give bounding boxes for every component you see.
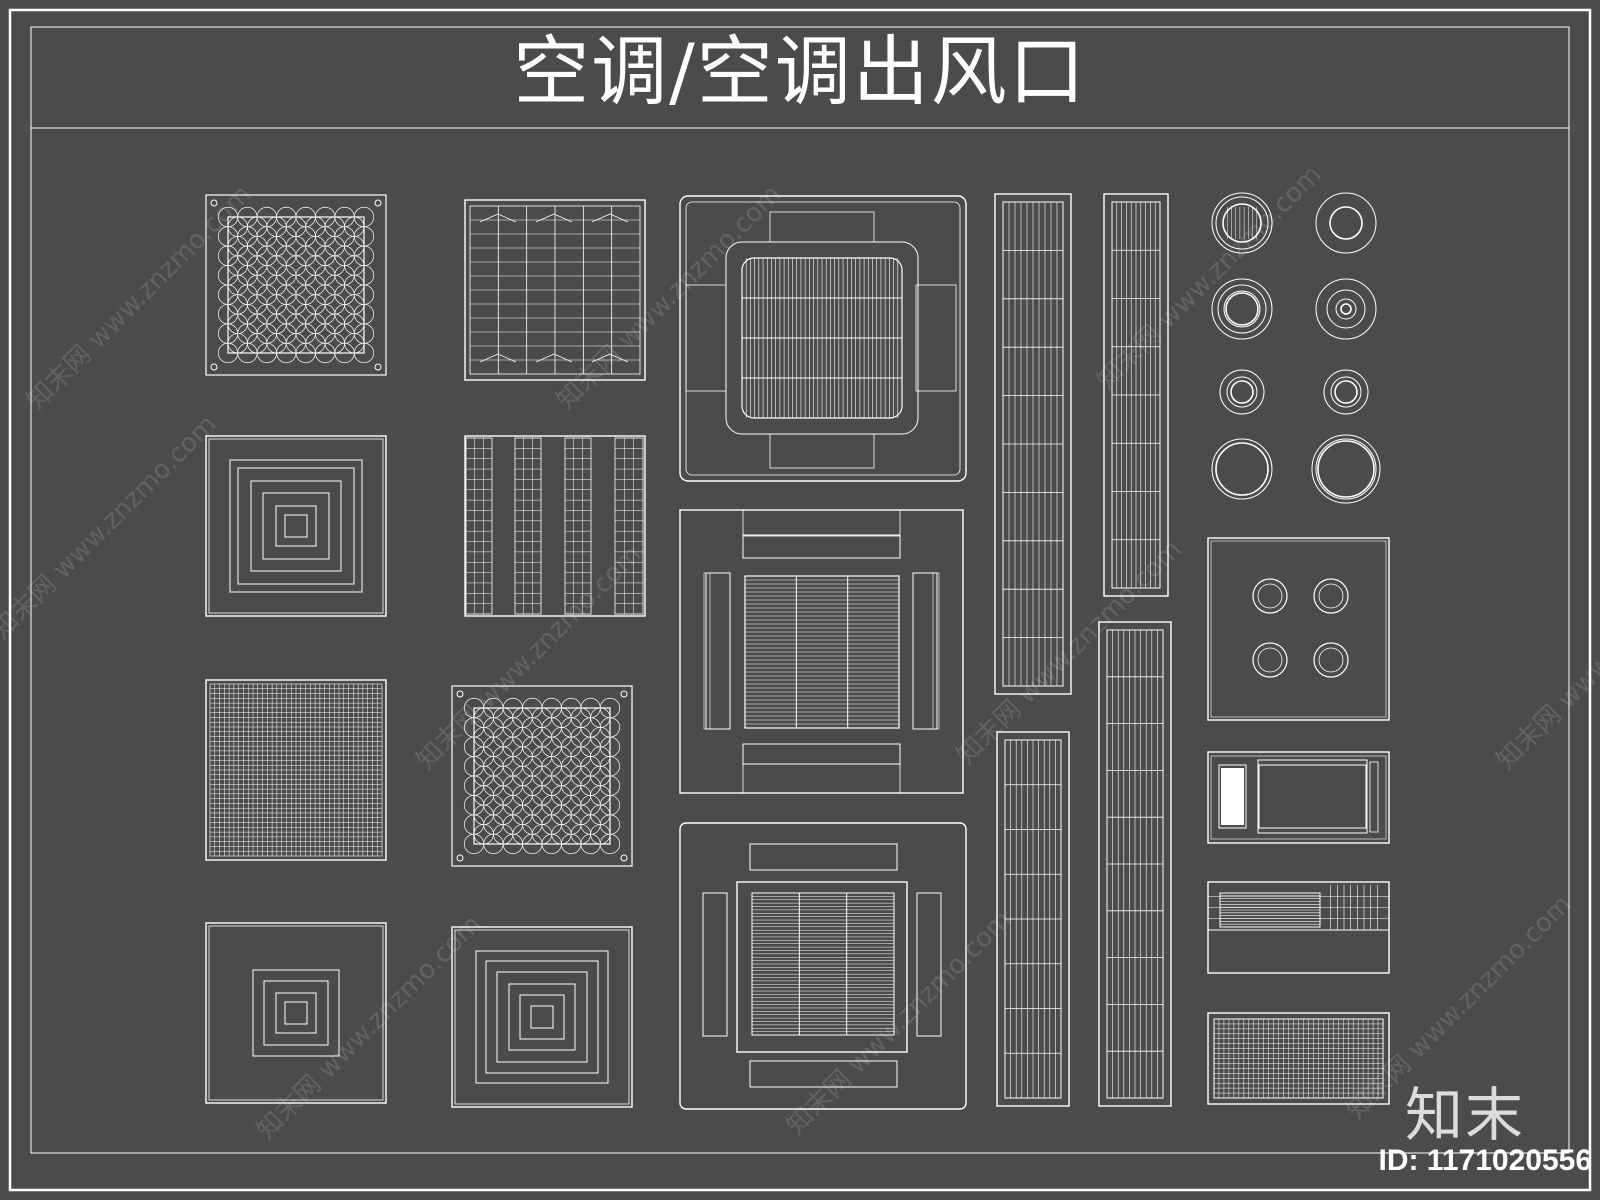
square-diffuser — [205, 435, 387, 617]
sheet-title: 空调/空调出风口 — [513, 27, 1087, 116]
round-diffuser — [1323, 369, 1369, 415]
ornamental-grille-vent — [205, 194, 387, 376]
brand-logo: 知末 — [1405, 1081, 1526, 1149]
round-diffuser — [1315, 192, 1377, 254]
slot-grille-vent — [464, 435, 646, 617]
round-diffuser — [1315, 278, 1377, 340]
cassette-ac-unit — [679, 822, 967, 1110]
square-diffuser — [451, 926, 633, 1108]
linear-slot-vent — [1098, 621, 1172, 1107]
linear-slot-vent — [996, 731, 1070, 1107]
linear-slot-vent — [994, 193, 1072, 695]
square-diffuser — [205, 922, 387, 1104]
round-diffuser — [1211, 438, 1273, 500]
round-diffuser — [1219, 369, 1265, 415]
round-diffuser — [1311, 434, 1381, 504]
sheet-border — [8, 8, 1592, 1192]
bar-grille-outlet — [1207, 881, 1390, 974]
four-round-diffuser-panel — [1207, 537, 1390, 721]
ornamental-grille-vent — [451, 685, 633, 867]
round-diffuser — [1211, 278, 1273, 340]
round-diffuser — [1211, 192, 1273, 254]
wall-ac-outlet — [1207, 751, 1390, 844]
linear-slot-vent — [1103, 193, 1169, 597]
cassette-ac-unit — [679, 195, 967, 482]
drawing-id: ID: 1171020556 — [1378, 1144, 1592, 1177]
mesh-grille-vent — [205, 679, 387, 861]
cassette-ac-unit — [679, 509, 964, 794]
mesh-grille-outlet — [1207, 1012, 1390, 1105]
louvered-grid-vent — [464, 199, 646, 381]
